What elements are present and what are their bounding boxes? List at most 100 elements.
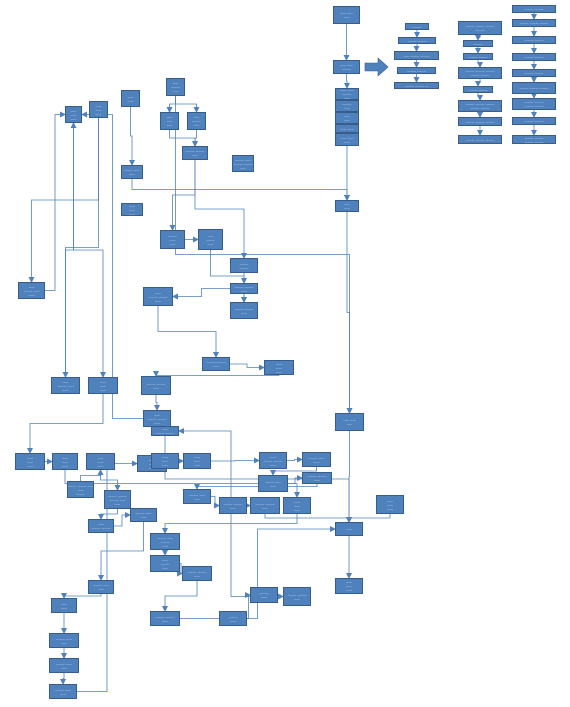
node-l-h: ——— ——— ——————— [67,481,94,498]
node-text-line: ——— [168,233,177,238]
connector-a_x9-to-a_x10 [154,395,160,411]
node-text-line: ——— ——— [524,135,544,140]
connector-n_rside-to-n_rhub [346,514,391,523]
node-text-line: —— [276,365,282,370]
node-text-line: ——— ——— [470,106,490,110]
connector-L_b-to-L_c [28,118,99,283]
node-text-line: —— [62,463,68,468]
connector-L_d-to-L_a [65,122,77,377]
node-text-line: —— [213,364,219,368]
node-text-line: —— [241,310,247,315]
node-text-line: —— [344,118,350,122]
node-m-o: ————— [219,611,247,626]
legend-c-3: ——— ——— [512,36,556,44]
node-text-line: ——— —— [124,168,140,172]
node-text-line: —— [162,618,168,623]
legend-c-6: ——— ——— ——— [512,82,556,94]
connector-M_m-to-M_n [162,581,198,612]
connector-a_l-to-a_mid [169,130,198,147]
node-a-upper-right: ——— ————— ————— [232,155,254,172]
node-text-line: ——— ——— [185,149,205,153]
node-text-line: —— [127,98,134,103]
node-text-line: —— [387,498,393,503]
node-text-line: —— [60,691,66,696]
node-text-line: ——— ——— [91,526,111,530]
node-text-line: —— [276,361,282,366]
node-text-line: ——— ——— [263,458,283,463]
node-text-line: —— —— [340,126,354,131]
node-text-line: —— [276,369,282,374]
node-text-line: —— [262,505,268,510]
legend-b-5: ——— ——— [463,86,493,93]
node-text-line: ——— [475,28,485,32]
node-text-line: ——— [239,265,249,270]
node-text-line: —— [155,298,161,303]
node-a-right: ——————— [187,112,206,130]
node-text-line: ——— —— [308,455,325,460]
node-text-line: —— [344,106,350,110]
node-text-line: ——— ——— [234,306,254,311]
node-text-line: ——— ——— ——— [465,69,495,73]
node-text-line: —— [62,379,69,384]
node-text-line: —— [129,211,135,216]
connector-L_j-to-L_k [98,509,118,520]
connector-L_p-to-L_q [60,673,66,685]
connector-L_g-to-M_j [64,470,300,498]
node-text-line: —— [270,483,276,488]
node-a-x1: ——————— [160,230,185,249]
connector-M_f-to-M_g [194,484,318,490]
legend-b-1: ——— ——— —————— [458,21,502,35]
node-text-line: —— [387,502,393,507]
node-text-line: ——— —— [135,511,152,515]
node-text-line: —— [344,139,350,144]
node-text-line: —— [28,292,35,297]
node-text-line: —— [166,119,173,123]
node-main-5: —— —— [335,124,359,133]
connector-M_o-to-M_p [245,592,251,619]
node-text-line: ——— ——— [223,501,243,506]
node-text-line: —— [294,507,300,512]
node-text-line: ——— ——— ——— [465,102,495,106]
node-text-line: —— —— [343,418,356,422]
node-m-d: ——— ———— [302,452,331,467]
node-text-line: —— [270,462,276,467]
node-text-line: ——— ——— [524,139,544,144]
node-text-line: —— [344,202,350,206]
node-text-line: —— [140,515,147,519]
node-m-p: ————— [250,587,278,603]
node-text-line: ——— ——— [155,431,175,435]
legend-b-8: ——— ——— ——— [458,135,502,144]
node-text-line: —— [98,587,104,591]
node-text-line: —— [346,584,352,588]
node-text-line: —— [153,385,159,390]
node-text-line: —— [194,463,200,467]
connector-L_i-to-L_j [100,470,121,491]
node-main-2: —— ——————— [335,88,359,100]
flow-arrow-icon [364,57,389,77]
node-text-line: —— [95,103,102,108]
node-text-line: ——— —— [23,288,40,293]
connector-a_x8-to-a_x9 [153,371,280,377]
legend-b-7: ——— ——— ——— [458,117,502,126]
node-text-line: ——— [160,561,170,566]
node-text-line: ——— —— [189,492,205,497]
node-text-line: ——— [239,261,249,266]
node-l-a: —————— [65,106,82,123]
node-text-line: —— [70,112,77,117]
connector-L_e-to-L_f [27,394,104,454]
node-text-line: —— [114,501,121,506]
node-text-line: ——— ——— [524,100,544,104]
node-m-e: ——— ———— [258,475,288,492]
node-text-line: —— [77,487,84,492]
node-text-line: —— [172,81,179,85]
connector-l2_5-to-l2_6 [477,93,483,101]
node-main-10: —————— [335,578,363,594]
connector-M_b-to-M_c [211,457,260,464]
node-a-mid: ——— ————— [182,146,208,160]
legend-c-5: ——— ——— [512,69,556,77]
node-text-line: —— —— [340,63,353,67]
node-text-line: —— [100,379,106,384]
node-text-line: ——— [342,102,352,106]
connector-M_n-to-n_rhub [180,526,336,619]
node-m-r: ————— ——— [151,426,179,436]
